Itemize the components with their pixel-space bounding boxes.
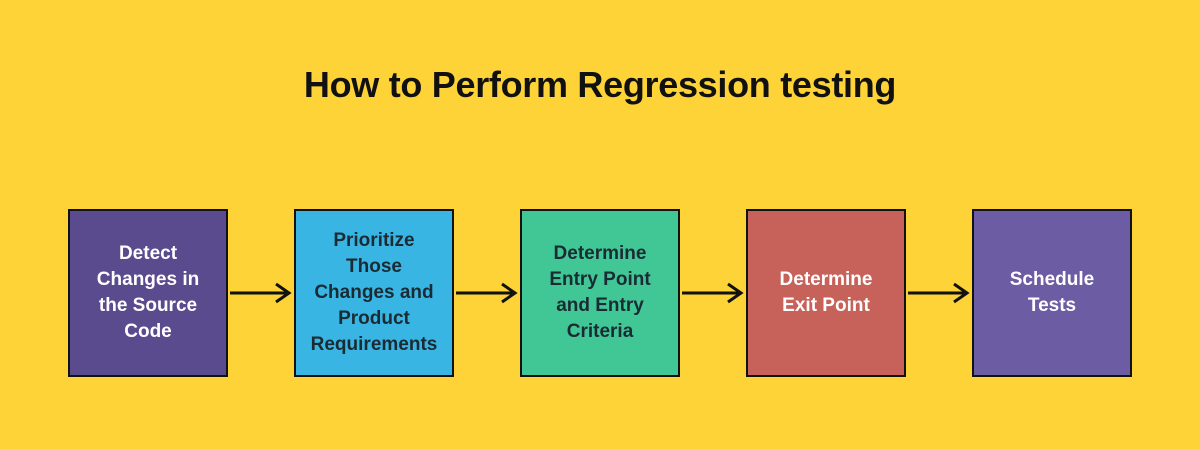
step-label: Determine Exit Point — [779, 269, 873, 316]
step-determine-entry-point: Determine Entry Point and Entry Criteria — [520, 209, 680, 377]
arrow-right-icon — [906, 281, 972, 305]
arrow-right-icon — [228, 281, 294, 305]
page-title: How to Perform Regression testing — [303, 64, 897, 105]
step-determine-exit-point: Determine Exit Point — [746, 209, 906, 377]
arrow-right-icon — [454, 281, 520, 305]
step-label: Prioritize Those Changes and Product Req… — [310, 230, 438, 355]
step-detect-changes: Detect Changes in the Source Code — [68, 209, 228, 377]
step-label: Determine Entry Point and Entry Criteria — [549, 243, 651, 342]
arrow-right-icon — [680, 281, 746, 305]
step-label: Schedule Tests — [1009, 269, 1095, 316]
flow-diagram: Detect Changes in the Source Code Priori… — [68, 209, 1132, 377]
step-prioritize-changes: Prioritize Those Changes and Product Req… — [294, 209, 454, 377]
step-label: Detect Changes in the Source Code — [96, 243, 200, 342]
step-schedule-tests: Schedule Tests — [972, 209, 1132, 377]
